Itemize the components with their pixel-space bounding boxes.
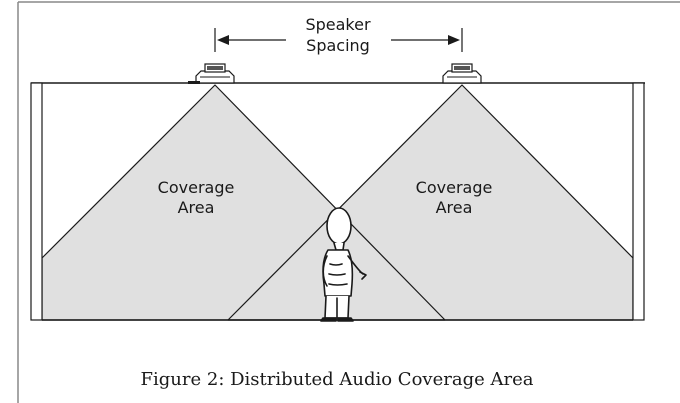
left-speaker-icon [188, 63, 235, 84]
right-coverage-label-line2: Area [436, 198, 473, 217]
left-wall [30, 82, 43, 321]
right-coverage-label-line1: Coverage [416, 178, 493, 197]
left-coverage-label-line2: Area [178, 198, 215, 217]
right-wall [632, 82, 645, 321]
spacing-dimension [214, 28, 463, 52]
left-coverage-label-line1: Coverage [158, 178, 235, 197]
spacing-label-line1: Speaker [305, 15, 371, 34]
spacing-label-line2: Spacing [306, 36, 370, 55]
figure-caption: Figure 2: Distributed Audio Coverage Are… [141, 369, 534, 390]
right-speaker-icon [442, 63, 482, 84]
person-figure [320, 207, 367, 322]
